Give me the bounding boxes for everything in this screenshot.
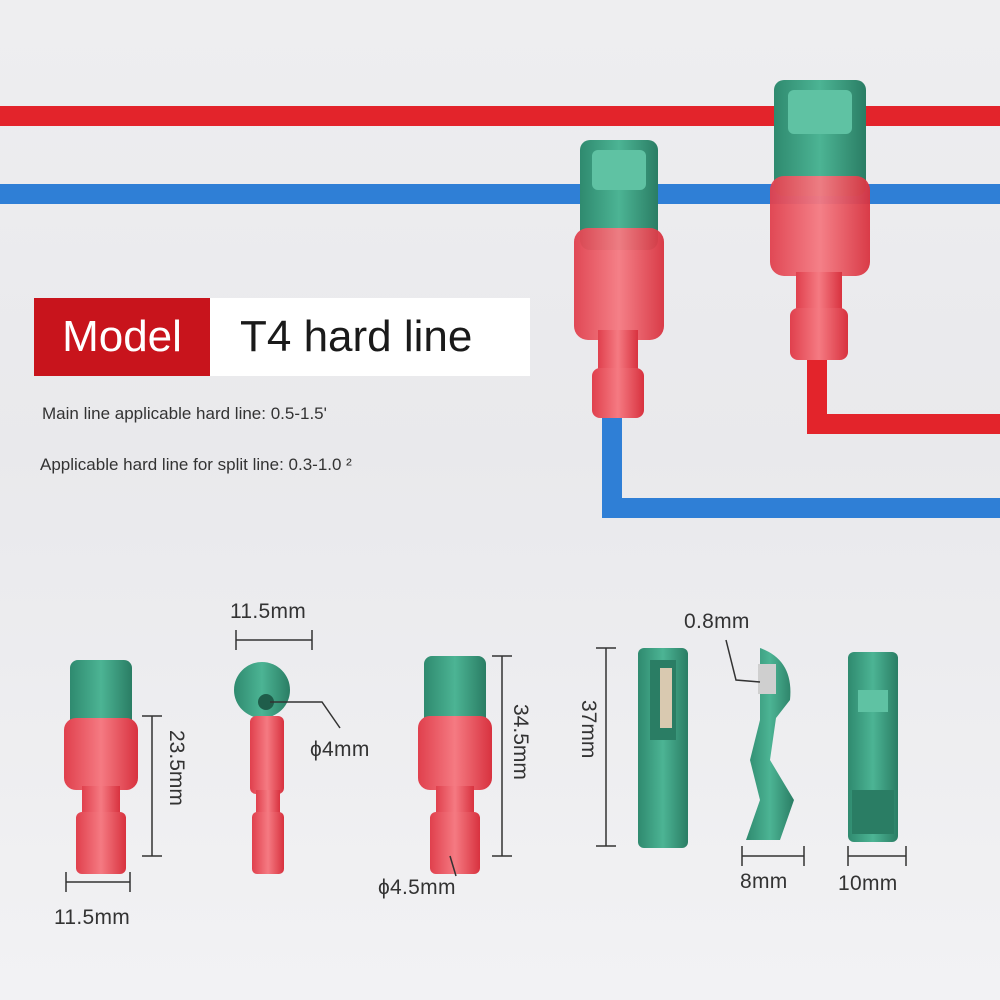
open-body-part	[638, 648, 688, 848]
t-connector-left	[574, 140, 664, 418]
blade-thickness-dimension: 0.8mm	[684, 610, 750, 633]
front-width-dimension: 11.5mm	[54, 906, 131, 929]
blade-width-dimension: 8mm	[740, 870, 788, 893]
blue-main-wire	[0, 184, 1000, 204]
total-height-dimension: 34.5mm	[509, 704, 532, 780]
main-line-spec: Main line applicable hard line: 0.5-1.5'	[42, 404, 327, 423]
body-length-dimension: 37mm	[577, 700, 600, 759]
height-view-connector	[418, 656, 492, 874]
front-height-dimension: 23.5mm	[165, 730, 188, 806]
model-value: T4 hard line	[210, 298, 530, 376]
cap-part	[848, 652, 898, 842]
blue-branch-wire	[602, 410, 1000, 518]
red-branch-wire	[807, 350, 1000, 434]
side-hole-dimension: ϕ4mm	[310, 738, 370, 761]
front-view-connector	[64, 660, 138, 874]
red-main-wire	[0, 106, 1000, 126]
side-width-dimension: 11.5mm	[230, 600, 307, 623]
side-view-connector	[234, 662, 290, 874]
t-connector-right	[770, 80, 870, 360]
cap-width-dimension: 10mm	[838, 872, 898, 895]
split-line-spec: Applicable hard line for split line: 0.3…	[40, 455, 352, 474]
model-label: Model	[34, 298, 210, 376]
blade-part	[746, 648, 794, 840]
pin-diameter-dimension: ϕ4.5mm	[378, 876, 456, 899]
dimension-lines	[65, 630, 907, 892]
